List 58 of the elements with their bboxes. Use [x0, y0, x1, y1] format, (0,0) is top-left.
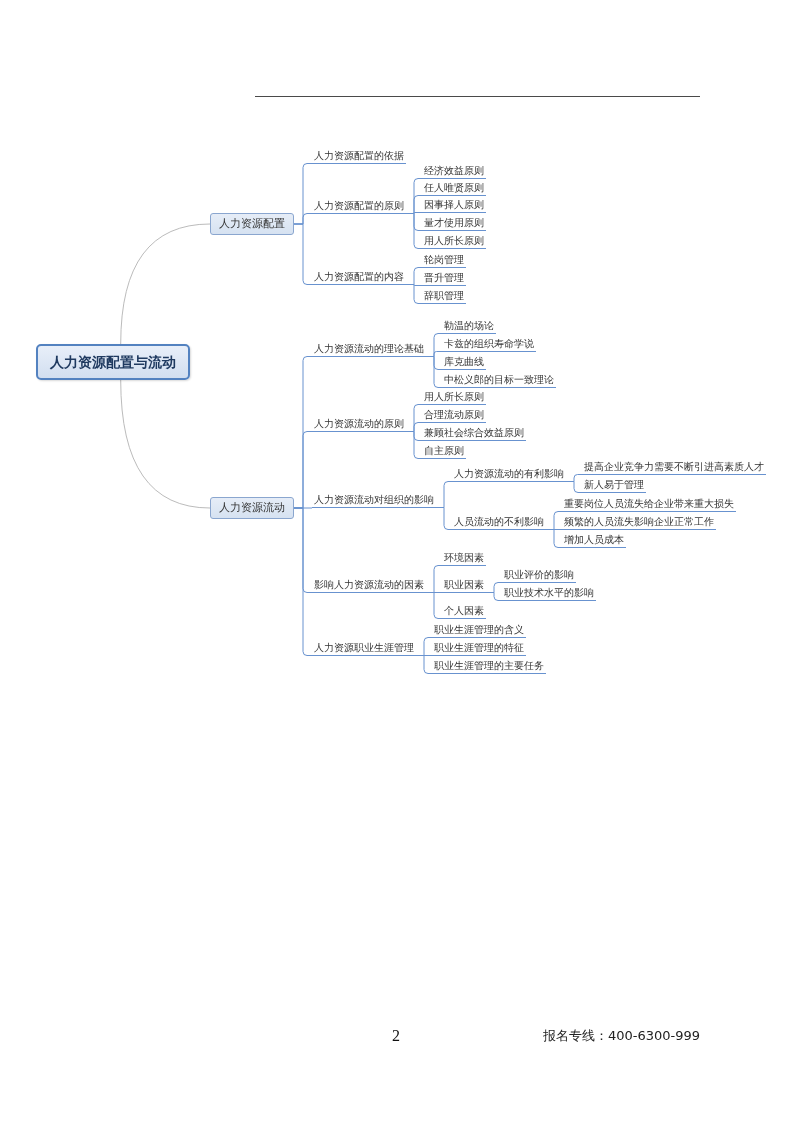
underlined-topic: 卡兹的组织寿命学说 — [442, 337, 536, 352]
branch-connector — [405, 284, 423, 304]
underlined-topic: 频繁的人员流失影响企业正常工作 — [562, 515, 716, 530]
central-topic-box: 人力资源配置与流动 — [36, 344, 190, 380]
underlined-topic: 个人因素 — [442, 604, 486, 619]
branch-connector — [405, 431, 423, 459]
branch-connector — [425, 356, 443, 388]
underlined-topic: 人力资源配置的原则 — [312, 199, 406, 214]
curved-connector — [120, 379, 211, 509]
underlined-topic: 重要岗位人员流失给企业带来重大损失 — [562, 497, 736, 512]
underlined-topic: 兼顾社会综合效益原则 — [422, 426, 526, 441]
underlined-topic: 合理流动原则 — [422, 408, 486, 423]
underlined-topic: 用人所长原则 — [422, 234, 486, 249]
underlined-topic: 人力资源流动的有利影响 — [452, 467, 566, 482]
underlined-topic: 环境因素 — [442, 551, 486, 566]
underlined-topic: 任人唯贤原则 — [422, 181, 486, 196]
underlined-topic: 用人所长原则 — [422, 390, 486, 405]
curved-connector — [120, 223, 211, 345]
branch-connector — [405, 213, 423, 249]
main-topic-box: 人力资源配置 — [210, 213, 294, 235]
page-number: 2 — [392, 1026, 400, 1046]
branch-connector — [425, 592, 443, 619]
underlined-topic: 职业生涯管理的主要任务 — [432, 659, 546, 674]
underlined-topic: 职业技术水平的影响 — [502, 586, 596, 601]
underlined-topic: 量才使用原则 — [422, 216, 486, 231]
underlined-topic: 因事择人原则 — [422, 198, 486, 213]
underlined-topic: 人力资源配置的内容 — [312, 270, 406, 285]
underlined-topic: 经济效益原则 — [422, 164, 486, 179]
underlined-topic: 辞职管理 — [422, 289, 466, 304]
underlined-topic: 影响人力资源流动的因素 — [312, 578, 426, 593]
underlined-topic: 人力资源流动对组织的影响 — [312, 493, 436, 508]
branch-connector — [485, 592, 503, 601]
branch-connector — [565, 481, 583, 493]
underlined-topic: 人力资源流动的理论基础 — [312, 342, 426, 357]
underlined-topic: 中松义郎的目标一致理论 — [442, 373, 556, 388]
underlined-topic: 新人易于管理 — [582, 478, 646, 493]
underlined-topic: 人力资源职业生涯管理 — [312, 641, 416, 656]
underlined-topic: 人力资源流动的原则 — [312, 417, 406, 432]
branch-connector — [415, 655, 433, 674]
underlined-topic: 职业因素 — [442, 578, 486, 593]
branch-connector — [293, 223, 313, 285]
underlined-topic: 职业评价的影响 — [502, 568, 576, 583]
branch-connector — [435, 507, 453, 530]
underlined-topic: 轮岗管理 — [422, 253, 466, 268]
branch-connector — [545, 529, 563, 548]
underlined-topic: 增加人员成本 — [562, 533, 626, 548]
underlined-topic: 库克曲线 — [442, 355, 486, 370]
underlined-topic: 人力资源配置的依据 — [312, 149, 406, 164]
underlined-topic: 自主原则 — [422, 444, 466, 459]
underlined-topic: 晋升管理 — [422, 271, 466, 286]
underlined-topic: 提高企业竞争力需要不断引进高素质人才 — [582, 460, 766, 475]
main-topic-box: 人力资源流动 — [210, 497, 294, 519]
branch-connector — [293, 507, 313, 656]
underlined-topic: 职业生涯管理的特征 — [432, 641, 526, 656]
underlined-topic: 人员流动的不利影响 — [452, 515, 546, 530]
underlined-topic: 职业生涯管理的含义 — [432, 623, 526, 638]
underlined-topic: 勒温的场论 — [442, 319, 496, 334]
hotline-text: 报名专线：400-6300-999 — [542, 1027, 700, 1045]
